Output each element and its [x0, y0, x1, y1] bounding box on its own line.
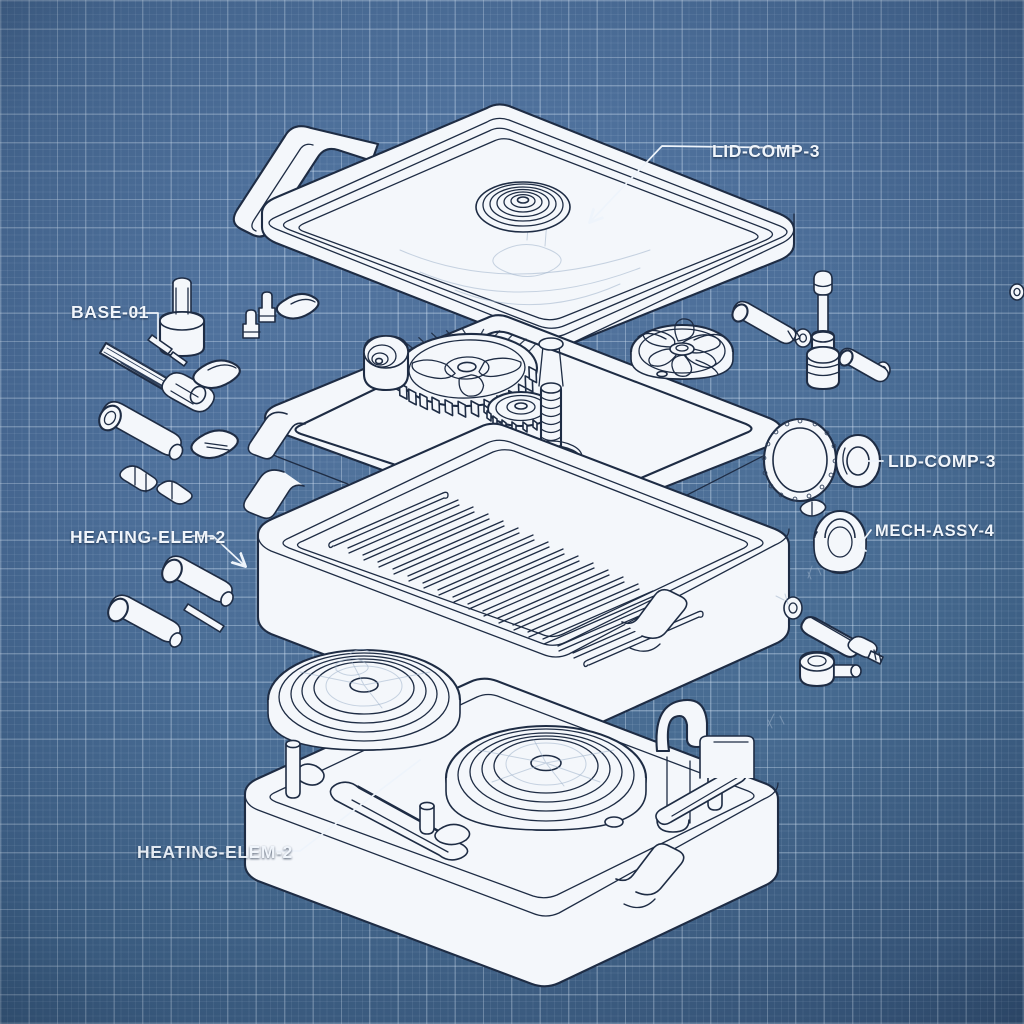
screws-right — [731, 300, 890, 383]
spacer-bushing — [805, 345, 841, 391]
heating-element-bolt — [107, 555, 234, 648]
small-pins-left — [119, 291, 277, 505]
tall-bolt-right — [810, 270, 836, 359]
base-housing — [243, 648, 785, 988]
heating-coil-right — [444, 724, 648, 832]
heating-coil-left — [266, 648, 462, 752]
beaded-gasket-ring — [761, 417, 838, 517]
mech-seal-ring — [812, 509, 868, 575]
right-fastener-group — [731, 270, 1024, 688]
lid-o-ring — [834, 433, 882, 489]
lid-knob-rings — [475, 181, 571, 233]
motor-can — [362, 334, 410, 392]
hex-bolt-left-1 — [98, 400, 184, 461]
lid-assembly — [232, 103, 796, 350]
fan-impeller — [629, 318, 735, 381]
base-fastener-pin — [158, 277, 206, 358]
output-shaft — [775, 565, 884, 688]
callout-leaders — [132, 145, 884, 852]
left-fastener-group — [98, 277, 320, 648]
oval-pads — [190, 292, 320, 460]
knurled-rod — [98, 341, 215, 413]
